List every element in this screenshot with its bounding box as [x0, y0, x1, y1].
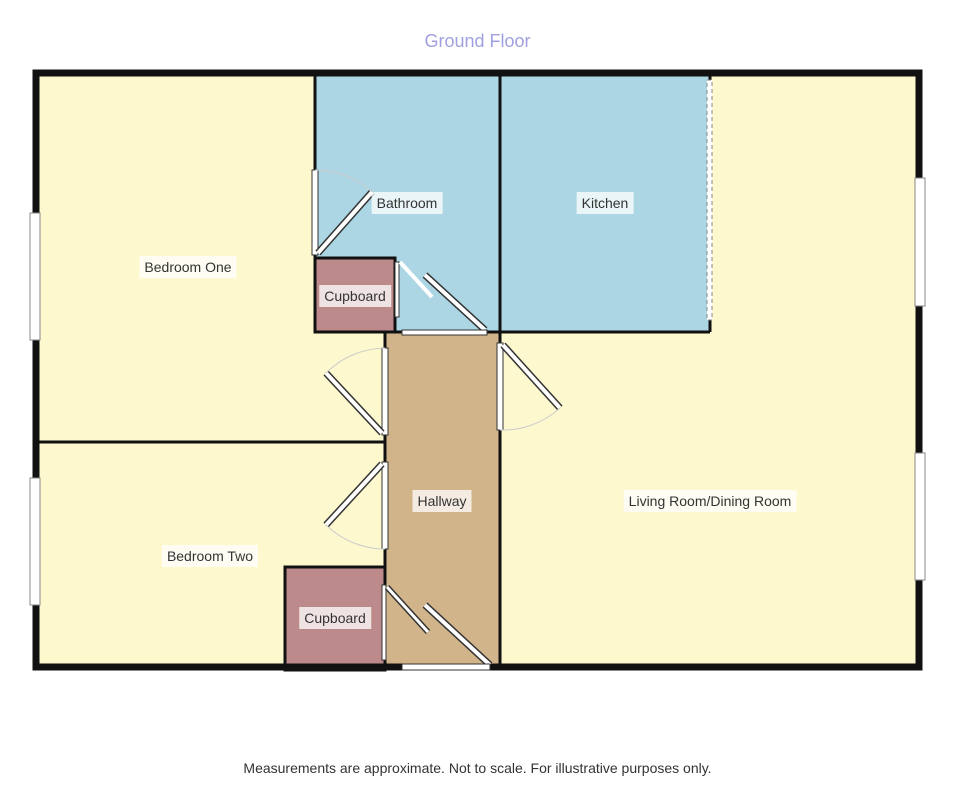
room-fills	[33, 70, 922, 670]
room-label-cupboard-1: Cupboard	[319, 285, 391, 307]
room-label-kitchen: Kitchen	[576, 192, 634, 214]
room-label-living: Living Room/Dining Room	[623, 490, 797, 512]
disclaimer: Measurements are approximate. Not to sca…	[243, 760, 712, 776]
room-label-bedroom-one: Bedroom One	[139, 256, 237, 278]
windows	[29, 79, 926, 606]
doors	[311, 169, 563, 671]
room-label-bedroom-two: Bedroom Two	[161, 545, 259, 567]
door-swings	[314, 169, 561, 550]
room-label-cupboard-2: Cupboard	[299, 607, 371, 629]
room-label-hallway: Hallway	[412, 490, 472, 512]
room-label-bathroom: Bathroom	[371, 192, 443, 214]
floor-title: Ground Floor	[424, 31, 531, 51]
